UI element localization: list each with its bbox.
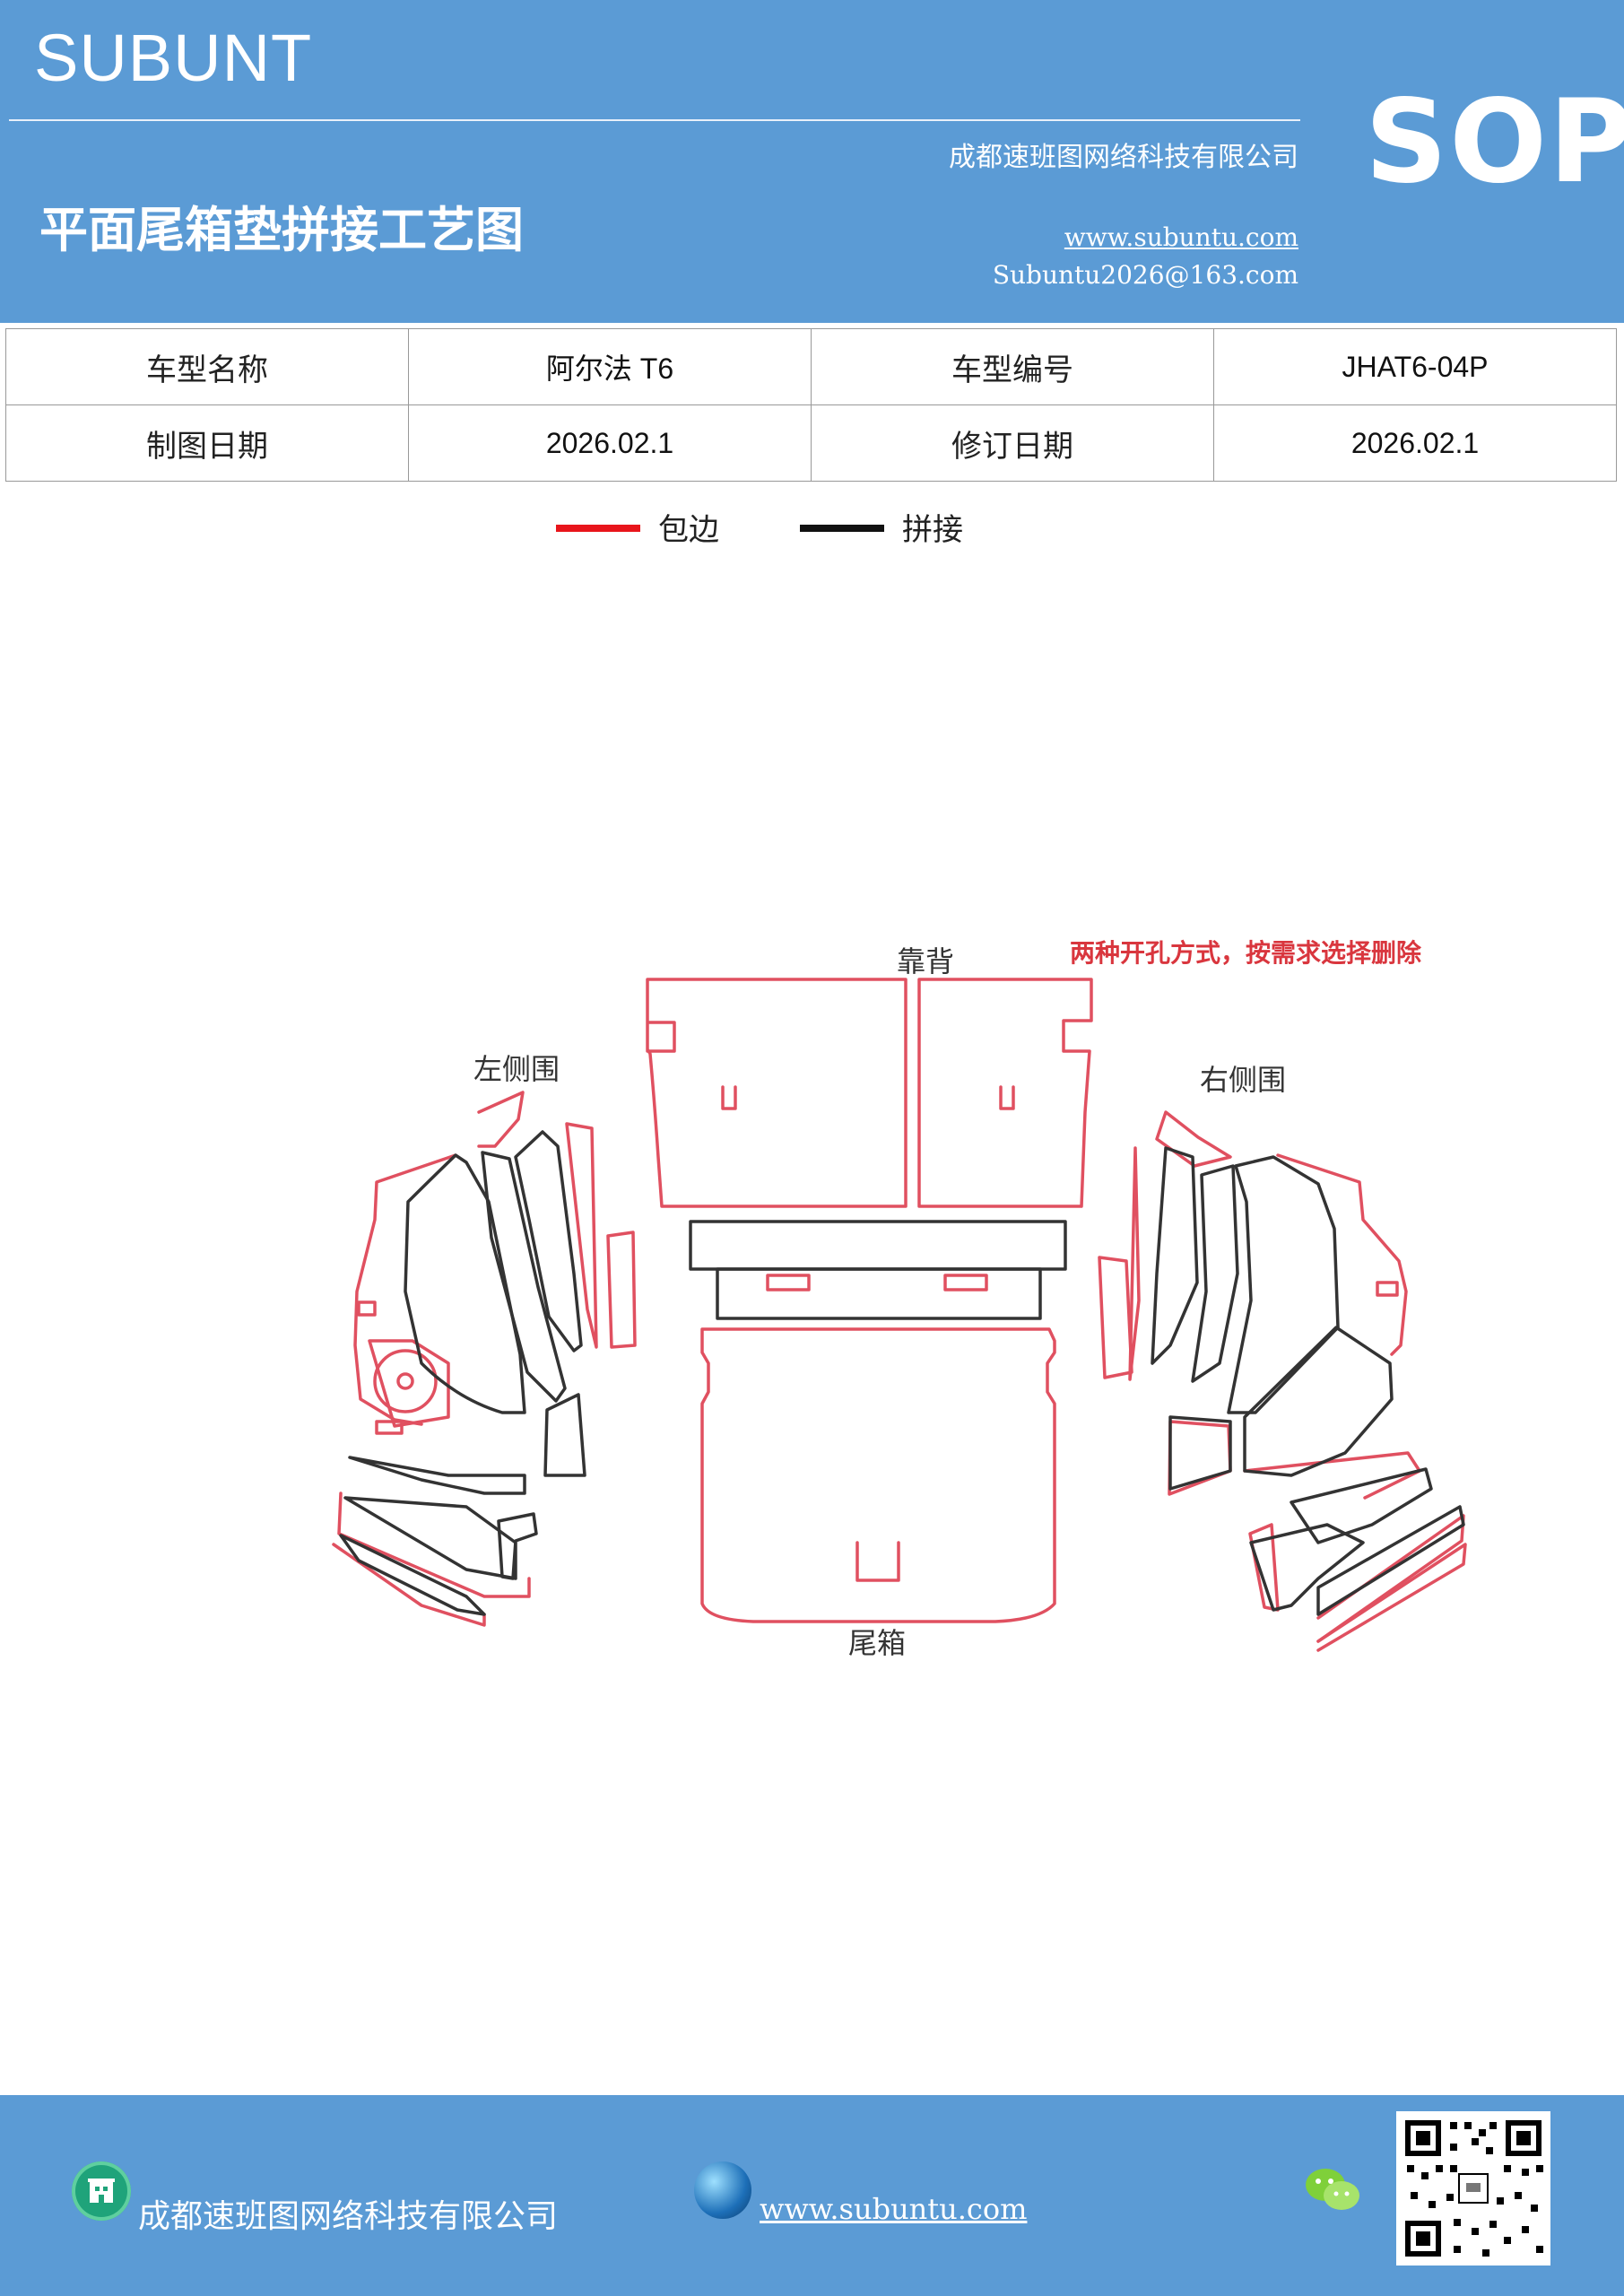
document-title: 平面尾箱垫拼接工艺图 [39,201,524,258]
right-side-mid-block [1168,1420,1232,1496]
right-side-edge-upper [1276,1153,1408,1356]
backrest-bottom-bar [689,1220,1067,1271]
right-side-top-strip [1155,1110,1232,1168]
trunk-floor-panel [700,1327,1056,1623]
left-side-seam-2 [481,1151,567,1403]
footer-website-link[interactable]: www.subuntu.com [760,2192,1028,2226]
qr-code-icon [1396,2111,1550,2266]
right-side-thin-strip-red [1128,1146,1141,1381]
backrest-right-slot [999,1085,1015,1110]
right-side-seam-1 [1151,1146,1199,1365]
backrest-left-slot [721,1085,737,1110]
table-row: 制图日期 2026.02.1 修订日期 2026.02.1 [5,404,1617,482]
globe-icon [694,2161,751,2219]
value-vehicle-name: 阿尔法 T6 [408,328,812,405]
website-link[interactable]: www.subuntu.com [1064,222,1298,252]
label-backrest: 靠背 [897,944,954,978]
label-revision-date: 修订日期 [811,404,1214,482]
right-side-seam-6 [1290,1467,1433,1544]
label-trunk: 尾箱 [848,1626,906,1660]
label-left-side: 左侧围 [473,1052,560,1086]
left-side-edge-upper [353,1153,457,1426]
vehicle-info-table: 车型名称 阿尔法 T6 车型编号 JHAT6-04P 制图日期 2026.02.… [5,328,1617,482]
brand-logo-text: SUBUNT [34,21,313,95]
legend-red-swatch [556,525,640,532]
right-side-seam-3 [1227,1155,1340,1414]
left-side-seam-4 [543,1393,586,1477]
trunk-floor-slot [855,1541,900,1582]
right-side-seam-8 [1316,1505,1465,1616]
header-divider [9,119,1300,121]
table-row: 车型名称 阿尔法 T6 车型编号 JHAT6-04P [5,328,1617,405]
left-side-narrow-strip [606,1231,637,1349]
fan-vent-icon [373,1349,438,1413]
trunk-connector-strip [716,1267,1042,1320]
left-side-seam-7 [497,1512,538,1580]
right-side-seam-7 [1249,1523,1365,1612]
value-vehicle-code: JHAT6-04P [1213,328,1617,405]
trunk-connector-slot-2 [943,1274,988,1292]
right-side-seam-5 [1168,1415,1232,1491]
label-drawing-date: 制图日期 [5,404,409,482]
left-side-fan-outline [368,1339,450,1428]
left-side-seam-8 [339,1534,486,1616]
left-side-seam-3 [514,1130,583,1352]
value-revision-date: 2026.02.1 [1213,404,1617,482]
footer-banner: 成都速班图网络科技有限公司 www.subuntu.com [0,2095,1624,2296]
trunk-connector-slot-1 [766,1274,811,1292]
left-side-seam-1 [404,1153,526,1414]
backrest-left-panel [646,978,908,1208]
right-side-edge-lower-2 [1316,1514,1465,1643]
label-vehicle-code: 车型编号 [811,328,1214,405]
label-right-side: 右侧围 [1200,1063,1286,1097]
left-side-top-strip [477,1091,525,1148]
legend-label-edge: 包边 [658,512,719,548]
wechat-icon [1304,2165,1361,2215]
label-vehicle-name: 车型名称 [5,328,409,405]
backrest-right-panel [917,978,1093,1208]
left-side-edge-lower-1 [337,1492,531,1598]
value-drawing-date: 2026.02.1 [408,404,812,482]
label-note: 两种开孔方式，按需求选择删除 [1070,938,1422,968]
right-side-tall-strip [1098,1256,1133,1379]
company-name: 成都速班图网络科技有限公司 [949,142,1298,173]
header-banner: SUBUNT 成都速班图网络科技有限公司 平面尾箱垫拼接工艺图 www.subu… [0,0,1624,323]
left-side-edge-lower-2 [332,1543,486,1627]
right-side-edge-lower-3 [1316,1543,1467,1652]
legend-black-swatch [800,525,884,532]
sop-badge: SOP [1365,75,1624,209]
left-side-thin-strip [565,1122,598,1349]
right-side-seam-2 [1191,1164,1239,1383]
legend-label-seam: 拼接 [902,512,963,548]
building-icon [72,2161,131,2221]
left-side-seam-5 [348,1456,526,1495]
right-side-seam-4 [1243,1326,1394,1477]
footer-company-name: 成都速班图网络科技有限公司 [138,2198,559,2235]
email-address: Subuntu2026@163.com [992,260,1298,290]
